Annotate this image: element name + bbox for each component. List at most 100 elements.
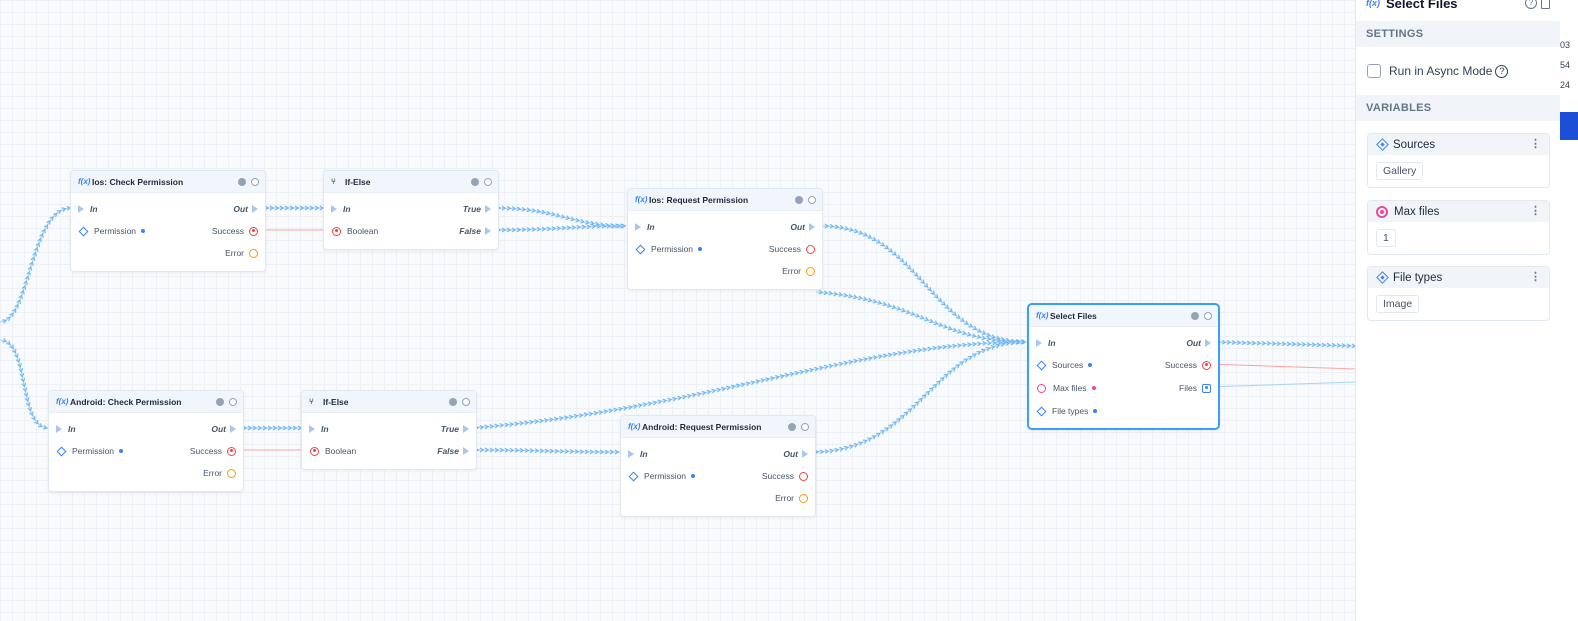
error-ring-icon bbox=[249, 248, 258, 258]
port-max-files[interactable]: Max files bbox=[1036, 381, 1096, 395]
help-icon[interactable]: ? bbox=[1495, 64, 1509, 78]
node-ios-request-permission[interactable]: f(x) Ios: Request Permission In Out Perm… bbox=[627, 188, 823, 290]
port-in[interactable]: In bbox=[78, 202, 98, 216]
comment-icon[interactable] bbox=[801, 422, 809, 431]
wire-ios-false-to-request bbox=[494, 226, 626, 230]
flow-in-icon bbox=[331, 205, 337, 213]
port-label: Boolean bbox=[347, 226, 379, 236]
port-permission[interactable]: Permission bbox=[78, 224, 146, 238]
port-label: In bbox=[90, 204, 98, 214]
info-icon[interactable] bbox=[795, 195, 803, 204]
comment-icon[interactable] bbox=[229, 397, 237, 406]
port-in[interactable]: In bbox=[635, 220, 655, 234]
help-icon[interactable]: ? bbox=[1525, 0, 1537, 9]
more-vertical-icon[interactable]: ⋮ bbox=[1530, 138, 1541, 150]
port-label: Out bbox=[233, 204, 248, 214]
port-boolean[interactable]: Boolean bbox=[331, 224, 378, 238]
port-error[interactable]: Error bbox=[225, 246, 258, 260]
node-android-check-permission[interactable]: f(x) Android: Check Permission In Out Pe… bbox=[48, 390, 244, 492]
success-ring-icon bbox=[1202, 360, 1211, 370]
port-false[interactable]: False bbox=[437, 444, 469, 458]
port-error[interactable]: Error bbox=[775, 491, 808, 505]
variable-value[interactable]: Gallery bbox=[1376, 162, 1424, 180]
port-in[interactable]: In bbox=[1036, 336, 1056, 350]
port-error[interactable]: Error bbox=[782, 264, 815, 278]
info-icon[interactable] bbox=[1191, 311, 1199, 320]
info-icon[interactable] bbox=[216, 397, 224, 406]
port-out[interactable]: Out bbox=[233, 202, 258, 216]
port-out[interactable]: Out bbox=[790, 220, 815, 234]
port-out[interactable]: Out bbox=[1186, 336, 1211, 350]
trash-icon[interactable] bbox=[1541, 0, 1550, 9]
error-ring-icon bbox=[799, 493, 808, 503]
function-icon: f(x) bbox=[78, 177, 91, 186]
port-true[interactable]: True bbox=[463, 202, 491, 216]
port-error[interactable]: Error bbox=[203, 466, 236, 480]
flow-canvas[interactable]: f(x) Ios: Check Permission In Out Permis… bbox=[0, 0, 1356, 621]
port-in[interactable]: In bbox=[628, 447, 648, 461]
node-ios-if-else[interactable]: ⑂ If-Else In True Boolean False bbox=[323, 170, 499, 250]
comment-icon[interactable] bbox=[808, 195, 816, 204]
node-android-request-permission[interactable]: f(x) Android: Request Permission In Out … bbox=[620, 415, 816, 517]
function-icon: f(x) bbox=[1366, 0, 1380, 8]
info-icon[interactable] bbox=[788, 422, 796, 431]
flow-out-icon bbox=[1205, 339, 1211, 347]
port-label: Success bbox=[768, 244, 801, 254]
info-icon[interactable] bbox=[471, 177, 479, 186]
offscreen-panel-edge: 03 54 24 bbox=[1560, 0, 1578, 621]
async-mode-checkbox[interactable] bbox=[1367, 64, 1381, 78]
dot-icon bbox=[119, 449, 124, 453]
diamond-icon bbox=[1036, 406, 1047, 416]
port-out[interactable]: Out bbox=[783, 447, 808, 461]
port-out[interactable]: Out bbox=[211, 422, 236, 436]
port-success[interactable]: Success bbox=[769, 242, 815, 256]
comment-icon[interactable] bbox=[1204, 311, 1212, 320]
more-vertical-icon[interactable]: ⋮ bbox=[1530, 271, 1541, 283]
node-ios-check-permission[interactable]: f(x) Ios: Check Permission In Out Permis… bbox=[70, 170, 266, 272]
port-permission[interactable]: Permission bbox=[635, 242, 703, 256]
port-in[interactable]: In bbox=[331, 202, 351, 216]
port-files[interactable]: Files bbox=[1179, 381, 1211, 395]
flow-in-icon bbox=[1036, 339, 1042, 347]
flow-out-icon bbox=[485, 205, 491, 213]
port-sources[interactable]: Sources bbox=[1036, 358, 1093, 372]
success-ring-icon bbox=[249, 226, 258, 236]
port-permission[interactable]: Permission bbox=[56, 444, 124, 458]
node-select-files[interactable]: f(x) Select Files In Out Sources Success… bbox=[1027, 303, 1220, 430]
port-label: Success bbox=[189, 446, 222, 456]
node-android-if-else[interactable]: ⑂ If-Else In True Boolean False bbox=[301, 390, 477, 470]
port-boolean[interactable]: Boolean bbox=[309, 444, 356, 458]
connection-wires bbox=[0, 0, 1356, 621]
port-in[interactable]: In bbox=[56, 422, 76, 436]
port-permission[interactable]: Permission bbox=[628, 469, 696, 483]
port-label: In bbox=[1048, 338, 1056, 348]
comment-icon[interactable] bbox=[462, 397, 470, 406]
port-true[interactable]: True bbox=[441, 422, 469, 436]
node-title: If-Else bbox=[323, 396, 349, 407]
branch-icon: ⑂ bbox=[331, 177, 336, 186]
port-success[interactable]: Success bbox=[762, 469, 808, 483]
success-ring-icon bbox=[806, 244, 815, 254]
info-icon[interactable] bbox=[449, 397, 457, 406]
node-header: f(x) Select Files bbox=[1029, 305, 1218, 327]
port-file-types[interactable]: File types bbox=[1036, 404, 1098, 418]
variable-card-max-files[interactable]: Max files ⋮ 1 bbox=[1367, 200, 1550, 255]
more-vertical-icon[interactable]: ⋮ bbox=[1530, 205, 1541, 217]
port-false[interactable]: False bbox=[459, 224, 491, 238]
variable-value[interactable]: 1 bbox=[1376, 229, 1396, 247]
port-in[interactable]: In bbox=[309, 422, 329, 436]
comment-icon[interactable] bbox=[484, 177, 492, 186]
port-success[interactable]: Success bbox=[190, 444, 236, 458]
port-label: Sources bbox=[1052, 360, 1084, 370]
async-mode-row[interactable]: Run in Async Mode ? bbox=[1356, 47, 1560, 95]
variable-value[interactable]: Image bbox=[1376, 295, 1420, 313]
port-label: In bbox=[343, 204, 351, 214]
node-title: Select Files bbox=[1050, 310, 1097, 321]
port-success[interactable]: Success bbox=[212, 224, 258, 238]
port-label: Error bbox=[203, 468, 222, 478]
variable-card-file-types[interactable]: File types ⋮ Image bbox=[1367, 266, 1550, 321]
port-success[interactable]: Success bbox=[1165, 358, 1211, 372]
comment-icon[interactable] bbox=[251, 177, 259, 186]
variable-card-sources[interactable]: Sources ⋮ Gallery bbox=[1367, 133, 1550, 188]
info-icon[interactable] bbox=[238, 177, 246, 186]
